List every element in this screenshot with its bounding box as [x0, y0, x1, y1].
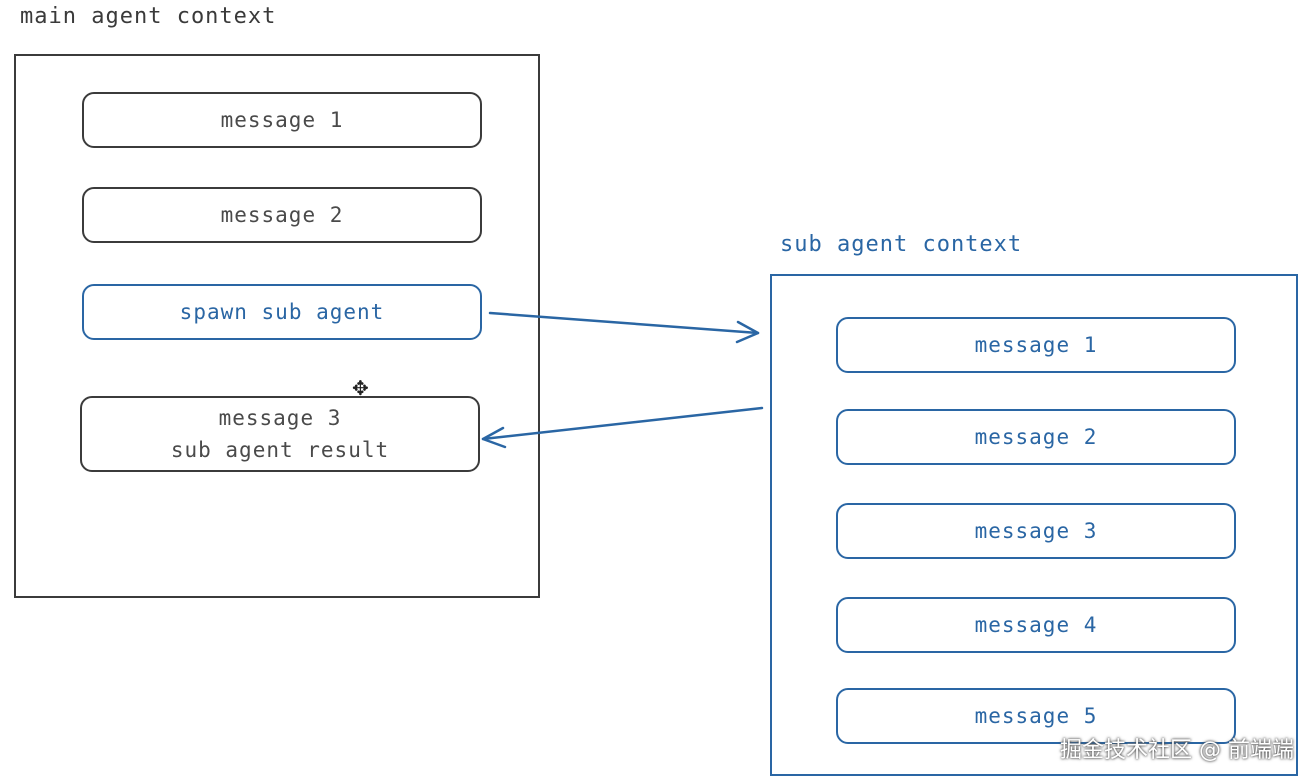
- sub-message-4: message 4: [836, 597, 1236, 653]
- main-context-title: main agent context: [20, 4, 277, 29]
- spawn-sub-agent-label: spawn sub agent: [179, 300, 385, 324]
- sub-message-2-label: message 2: [974, 425, 1098, 449]
- main-message-2-label: message 2: [220, 203, 344, 227]
- sub-message-3: message 3: [836, 503, 1236, 559]
- sub-message-3-label: message 3: [974, 519, 1098, 543]
- main-message-3: message 3 sub agent result: [80, 396, 480, 472]
- sub-agent-result-label: sub agent result: [170, 438, 390, 462]
- spawn-sub-agent-box: spawn sub agent: [82, 284, 482, 340]
- main-message-3-label: message 3: [218, 406, 342, 430]
- move-cursor-icon: ✥: [352, 376, 369, 400]
- sub-context-box: [770, 274, 1298, 776]
- sub-message-2: message 2: [836, 409, 1236, 465]
- sub-message-1: message 1: [836, 317, 1236, 373]
- main-message-1-label: message 1: [220, 108, 344, 132]
- sub-message-1-label: message 1: [974, 333, 1098, 357]
- watermark: 掘金技术社区 @ 前端端: [1060, 738, 1294, 763]
- main-message-1: message 1: [82, 92, 482, 148]
- sub-context-title: sub agent context: [780, 232, 1023, 257]
- main-message-2: message 2: [82, 187, 482, 243]
- sub-message-5: message 5: [836, 688, 1236, 744]
- sub-message-4-label: message 4: [974, 613, 1098, 637]
- sub-message-5-label: message 5: [974, 704, 1098, 728]
